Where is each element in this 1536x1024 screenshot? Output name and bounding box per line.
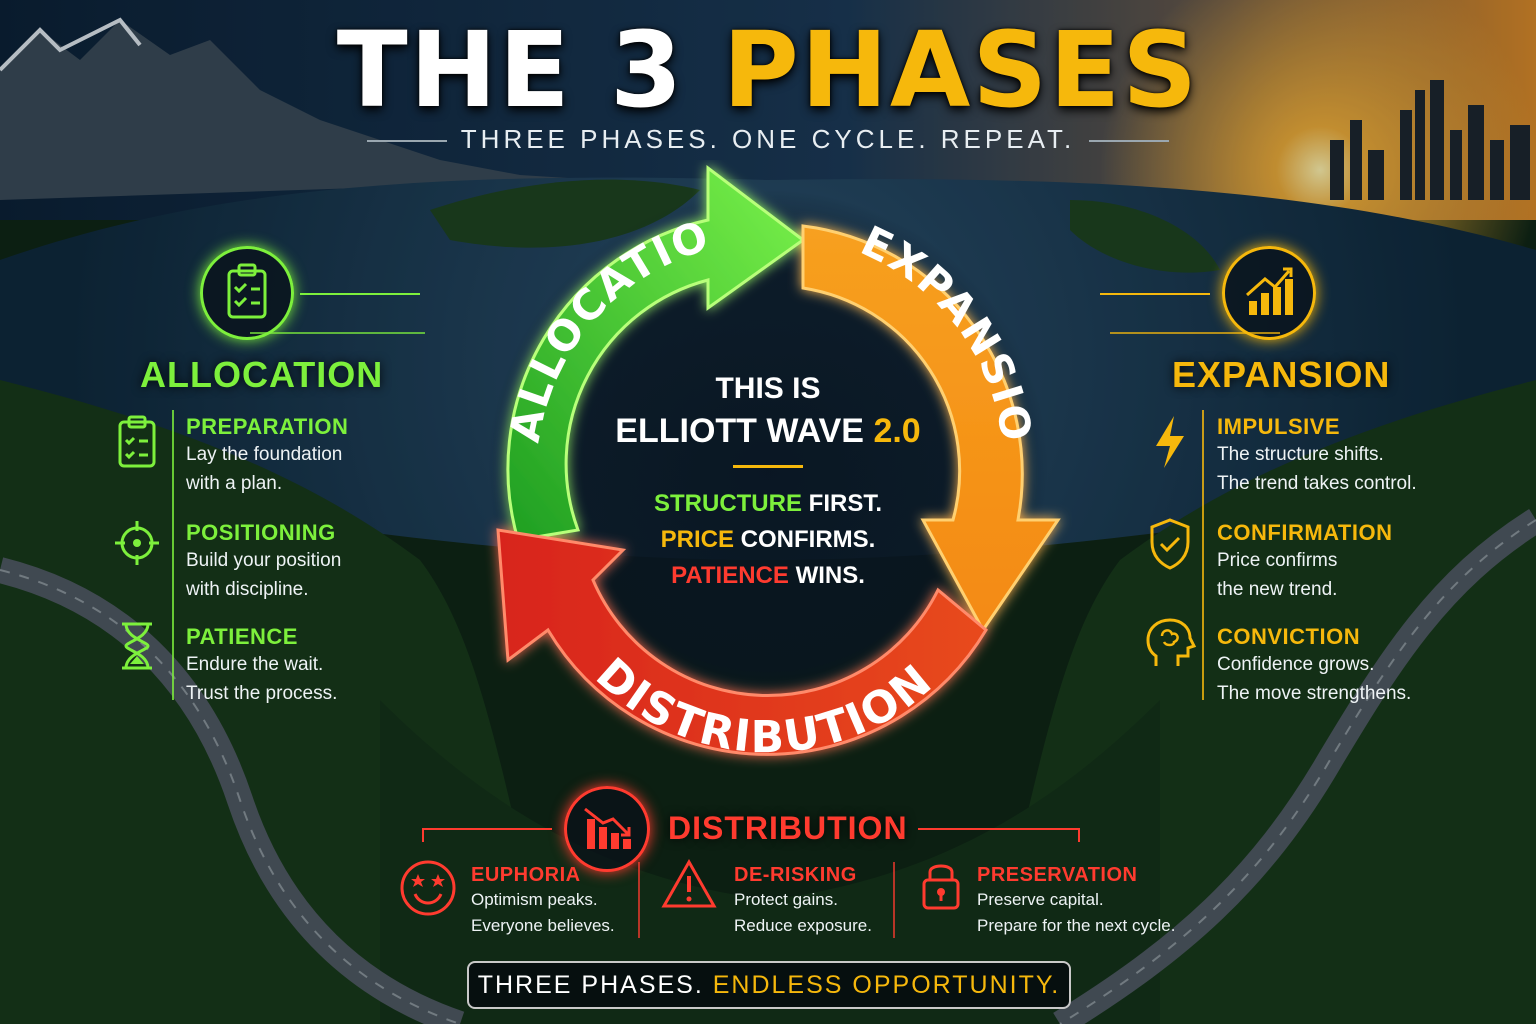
center-line1: THIS IS [715, 372, 821, 405]
subtitle: THREE PHASES. ONE CYCLE. REPEAT. [0, 124, 1536, 155]
distribution-title: DISTRIBUTION [668, 810, 908, 846]
item-line1: Confidence grows. [1217, 654, 1375, 675]
tagline-3-rest: WINS. [795, 562, 865, 589]
allocation-divider [172, 410, 174, 700]
expansion-item-confirmation: CONFIRMATION Price confirms the new tren… [1217, 520, 1392, 604]
distribution-header-icon [564, 786, 650, 872]
hourglass-icon [122, 622, 152, 670]
item-title: DE-RISKING [734, 864, 857, 886]
item-title: CONFIRMATION [1217, 520, 1393, 545]
allocation-item-patience: PATIENCE Endure the wait. Trust the proc… [186, 624, 337, 708]
shield-check-icon [1150, 518, 1190, 570]
item-line1: Endure the wait. [186, 654, 324, 675]
item-line2: the new trend. [1217, 579, 1338, 600]
distribution-connector-right [918, 828, 1080, 830]
item-line2: with a plan. [186, 473, 283, 494]
item-title: PRESERVATION [977, 864, 1138, 886]
allocation-arrow [506, 164, 806, 542]
title-highlight: PHASES [722, 9, 1200, 131]
subtitle-rule-right [1089, 140, 1170, 143]
center-tagline-1: STRUCTURE FIRST. [568, 486, 968, 522]
center-line2-version: 2.0 [873, 412, 921, 450]
distribution-connector-left-drop [422, 828, 424, 842]
distribution-item-de-risking: DE-RISKING Protect gains. Reduce exposur… [734, 864, 872, 939]
subtitle-rule-left [366, 140, 447, 143]
footer-part1: THREE PHASES. [477, 971, 704, 999]
head-brain-icon [1146, 618, 1197, 666]
tagline-1-rest: FIRST. [808, 490, 882, 517]
item-line1: Build your position [186, 550, 342, 571]
distribution-connector-left [422, 828, 552, 830]
expansion-arrow [801, 224, 1061, 633]
center-divider [733, 465, 803, 468]
subtitle-text: THREE PHASES. ONE CYCLE. REPEAT. [460, 124, 1076, 154]
allocation-title: ALLOCATION [140, 354, 384, 395]
warning-icon [661, 858, 717, 908]
center-tagline-2: PRICE CONFIRMS. [568, 522, 968, 558]
center-line2-main: ELLIOTT WAVE [615, 412, 864, 450]
expansion-item-conviction: CONVICTION Confidence grows. The move st… [1217, 624, 1411, 708]
center-tagline-3: PATIENCE WINS. [568, 558, 968, 594]
center-panel: THIS IS ELLIOTT WAVE 2.0 STRUCTURE FIRST… [568, 372, 968, 594]
crosshair-icon [115, 521, 159, 565]
expansion-item-impulsive: IMPULSIVE The structure shifts. The tren… [1217, 414, 1417, 498]
star-eyes-face-icon [400, 860, 456, 916]
distribution-arrow [496, 528, 988, 756]
tagline-2-keyword: PRICE [660, 526, 734, 553]
item-line1: Preserve capital. [977, 890, 1104, 909]
expansion-title: EXPANSION [1172, 354, 1391, 395]
tagline-2-rest: CONFIRMS. [740, 526, 876, 553]
item-line2: with discipline. [186, 579, 309, 600]
footer-banner: THREE PHASES. ENDLESS OPPORTUNITY. [467, 961, 1071, 1009]
item-line1: Lay the foundation [186, 444, 343, 465]
item-title: POSITIONING [186, 520, 336, 545]
expansion-header-icon [1222, 246, 1316, 340]
title-prefix: THE 3 [336, 9, 685, 131]
item-title: PATIENCE [186, 624, 298, 649]
expansion-connector [1100, 293, 1210, 295]
item-line1: The structure shifts. [1217, 444, 1384, 465]
tagline-3-keyword: PATIENCE [671, 562, 789, 589]
item-line2: Trust the process. [186, 683, 338, 704]
allocation-connector [300, 293, 420, 295]
distribution-item-preservation: PRESERVATION Preserve capital. Prepare f… [977, 864, 1175, 939]
distribution-divider-2 [893, 862, 895, 938]
clipboard-icon [118, 415, 156, 468]
expansion-divider [1202, 410, 1204, 700]
allocation-connector-2 [250, 332, 425, 334]
declining-chart-icon [584, 807, 631, 849]
item-line2: The trend takes control. [1217, 473, 1417, 494]
distribution-connector-right-drop [1078, 828, 1080, 842]
cycle-diagram: ALLOCATION EXPANSION DISTRIBUTION [458, 160, 1061, 763]
distribution-divider-1 [638, 862, 640, 938]
clipboard-check-icon [227, 263, 267, 319]
item-line2: The move strengthens. [1217, 683, 1412, 704]
item-line1: Protect gains. [734, 890, 838, 909]
main-title: THE 3 PHASES [0, 10, 1536, 130]
center-line2: ELLIOTT WAVE 2.0 [568, 412, 968, 451]
padlock-icon [922, 864, 960, 910]
growth-chart-icon [1246, 267, 1293, 315]
item-line2: Reduce exposure. [734, 916, 872, 935]
item-title: EUPHORIA [471, 864, 581, 886]
item-title: CONVICTION [1217, 624, 1361, 649]
allocation-header-icon [200, 246, 294, 340]
item-title: PREPARATION [186, 414, 349, 439]
allocation-item-positioning: POSITIONING Build your position with dis… [186, 520, 341, 604]
footer-part2: ENDLESS OPPORTUNITY. [712, 971, 1061, 999]
item-line1: Optimism peaks. [471, 890, 598, 909]
distribution-item-euphoria: EUPHORIA Optimism peaks. Everyone believ… [471, 864, 615, 939]
lightning-icon [1156, 416, 1184, 468]
allocation-item-preparation: PREPARATION Lay the foundation with a pl… [186, 414, 348, 498]
item-line1: Price confirms [1217, 550, 1338, 571]
tagline-1-keyword: STRUCTURE [653, 490, 802, 517]
item-line2: Everyone believes. [471, 916, 615, 935]
item-line2: Prepare for the next cycle. [977, 916, 1176, 935]
expansion-connector-2 [1110, 332, 1280, 334]
item-title: IMPULSIVE [1217, 414, 1341, 439]
